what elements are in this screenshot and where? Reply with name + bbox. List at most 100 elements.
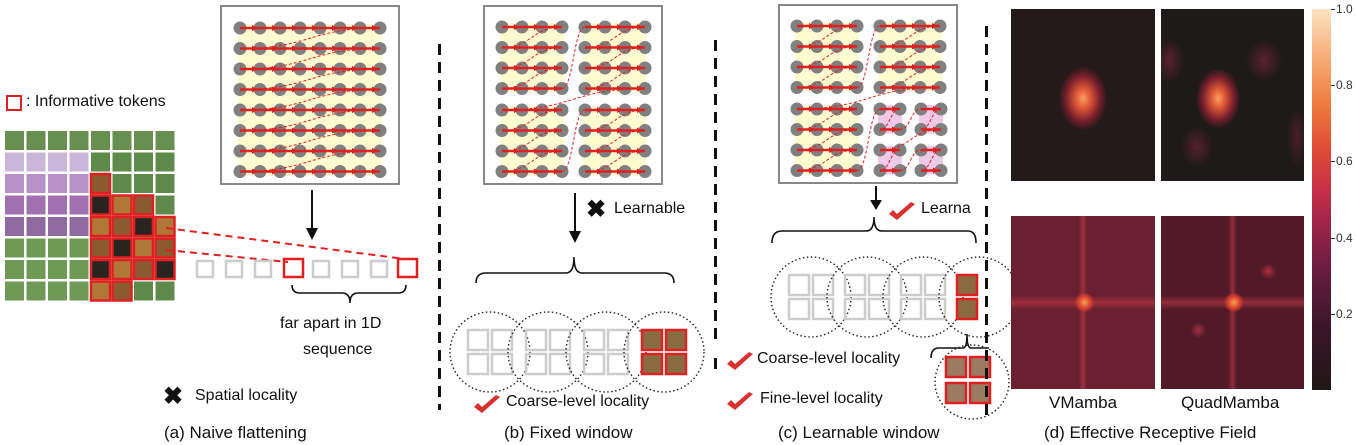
sequence-token: [369, 259, 389, 279]
scan-arrowhead: [892, 43, 898, 50]
window-circle: [565, 311, 647, 393]
panel-divider: [714, 40, 717, 340]
scan-arrowhead: [617, 107, 623, 113]
window-token: [466, 328, 490, 352]
scan-arrowhead: [617, 65, 623, 71]
panel-divider: [985, 26, 988, 416]
image-patch: [69, 152, 89, 172]
window-token: [867, 297, 891, 321]
image-patch: [5, 131, 24, 150]
scan-arrowhead: [272, 148, 278, 154]
raster-scan-path: [233, 21, 387, 178]
scan-arrowhead: [252, 66, 258, 72]
colorbar: [1312, 9, 1331, 390]
scan-arrowhead: [597, 127, 603, 134]
window-token: [606, 328, 630, 352]
scan-arrowhead: [332, 168, 338, 175]
scan-arrowhead: [912, 64, 918, 70]
scan-arrowhead: [292, 86, 298, 93]
window-token: [548, 328, 572, 352]
scan-arrowhead: [829, 126, 835, 133]
scan-arrowhead: [534, 148, 540, 154]
scan-arrowhead: [932, 64, 938, 70]
window-token: [867, 273, 891, 297]
scan-arrowhead: [554, 85, 560, 92]
scan-arrowhead: [809, 167, 815, 174]
informative-patch: [89, 258, 112, 281]
learnable-label: Learnable: [614, 200, 686, 217]
down-arrow-icon: [306, 190, 318, 240]
image-patch: [5, 281, 24, 301]
informative-token-legend-label: : Informative tokens: [26, 93, 166, 110]
colorbar-tick-label: 0.4: [1336, 230, 1353, 245]
panel-learnable-window: Learna Coarse-level locality Fine-level …: [715, 0, 1020, 445]
scan-return-path: [856, 108, 881, 171]
down-arrow-icon: [569, 193, 581, 243]
informative-patch: [132, 194, 155, 216]
scan-arrowhead: [933, 126, 939, 133]
scan-arrowhead: [554, 148, 560, 154]
informative-token: [955, 273, 979, 297]
coarse-locality-label: Coarse-level locality: [757, 350, 901, 367]
scan-arrowhead: [933, 106, 939, 112]
scan-arrowhead: [809, 126, 815, 133]
scan-arrowhead: [617, 168, 623, 175]
image-patch: [69, 260, 89, 279]
image-patch: [134, 281, 153, 301]
scan-arrowhead: [272, 45, 278, 52]
image-patch: [48, 174, 67, 193]
scan-arrowhead: [597, 85, 603, 92]
flattened-token-sequence: [195, 257, 419, 279]
scan-arrowhead: [312, 107, 318, 113]
scan-arrowhead: [912, 43, 918, 50]
informative-token: [664, 352, 688, 376]
scan-arrowhead: [932, 43, 938, 50]
informative-patch: [154, 215, 176, 238]
scan-arrowhead: [597, 65, 603, 71]
informative-patch: [89, 215, 112, 238]
image-patch: [69, 174, 89, 193]
informative-patch: [89, 172, 112, 195]
scan-arrowhead: [372, 45, 378, 52]
scan-arrowhead: [332, 45, 338, 52]
scan-arrowhead: [597, 24, 603, 30]
scan-arrowhead: [597, 148, 603, 154]
scan-return-path: [879, 129, 942, 151]
image-patch: [134, 152, 153, 172]
erf-map-quadmamba-stage2: [1161, 216, 1304, 389]
scan-arrowhead: [292, 127, 298, 134]
scan-arrowhead: [312, 168, 318, 175]
colorbar-tick: [1331, 313, 1335, 315]
scan-arrowhead: [332, 107, 338, 113]
scan-arrowhead: [352, 168, 358, 175]
scan-arrowhead: [372, 25, 378, 31]
informative-patch: [132, 237, 155, 259]
window-token: [490, 328, 514, 352]
image-patch: [26, 238, 46, 258]
check-icon: [889, 202, 915, 220]
informative-patch: [132, 215, 155, 238]
image-patch: [26, 152, 46, 172]
image-patch: [69, 195, 89, 215]
raster-scan-diagram: [220, 5, 400, 185]
erf-map-quadmamba-stage1: [1161, 9, 1304, 181]
window-token: [899, 297, 923, 321]
scan-arrowhead: [637, 65, 643, 71]
sequence-token: [195, 259, 215, 279]
image-patch: [48, 260, 67, 279]
scan-arrowhead: [554, 107, 560, 113]
informative-patch: [111, 215, 133, 238]
informative-patch: [89, 280, 112, 302]
window-token: [490, 352, 514, 376]
scan-arrowhead: [617, 24, 623, 30]
check-icon: [727, 352, 753, 370]
scan-arrowhead: [372, 168, 378, 175]
scan-arrowhead: [849, 126, 855, 133]
scan-arrowhead: [849, 84, 855, 91]
image-patch: [26, 281, 46, 301]
informative-patch: [111, 258, 133, 281]
scan-arrowhead: [514, 127, 520, 134]
colorbar-tick-label: 0.2: [1336, 306, 1353, 321]
panel-fixed-window: ✖ Learnable Coarse-level locality (b) Fi…: [440, 0, 710, 445]
